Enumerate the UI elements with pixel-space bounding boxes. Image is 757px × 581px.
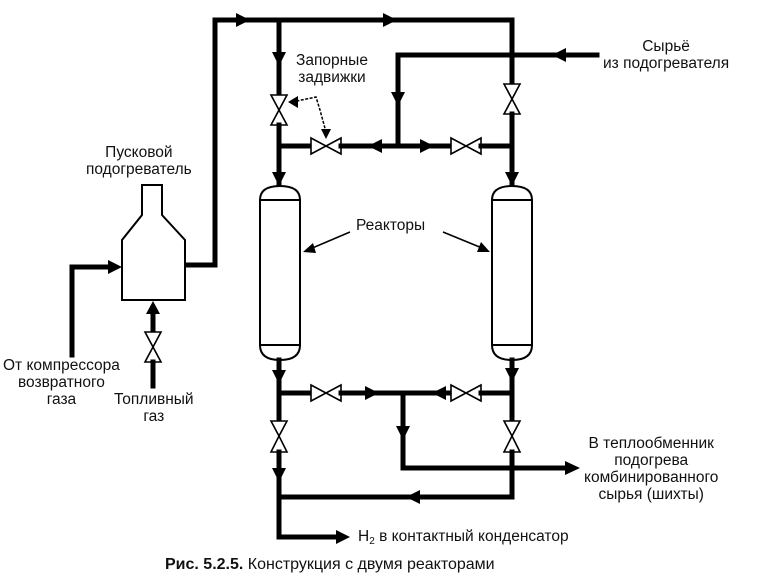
heat-exchanger-pipe xyxy=(400,390,568,471)
caption-number: Рис. 5.2.5. xyxy=(165,556,244,573)
flow-arrow-down-1 xyxy=(272,52,286,66)
label-line: В теплообменник xyxy=(588,435,714,452)
valve-left-inlet[interactable] xyxy=(269,94,289,126)
valve-right-inlet[interactable] xyxy=(502,83,522,115)
label-line: газ xyxy=(143,408,165,425)
flow-arrow-right-hx xyxy=(565,461,580,475)
flow-arrow-right-1 xyxy=(236,13,250,27)
valve-crossover-top-right[interactable] xyxy=(450,136,482,156)
leader-arrow-1 xyxy=(288,96,298,108)
flow-arrow-right-bottom xyxy=(365,386,379,400)
label-line: из подогревателя xyxy=(603,55,730,72)
label-reactors: Реакторы xyxy=(356,217,426,234)
label-line: Топливный xyxy=(114,391,194,408)
shutoff-valves-leader xyxy=(291,96,327,133)
flow-arrow-left-return xyxy=(406,490,420,504)
flow-arrow-down-3 xyxy=(505,172,519,186)
valve-right-outlet[interactable] xyxy=(502,420,522,453)
compressor-gas-pipe xyxy=(69,264,113,358)
flow-arrow-right-h2 xyxy=(336,530,350,544)
flow-arrow-down-5 xyxy=(272,468,286,482)
label-line: Запорные xyxy=(296,52,368,69)
label-line: подогрева xyxy=(614,452,689,469)
label-line: возвратного xyxy=(17,374,105,391)
label-line: подогреватель xyxy=(86,161,192,178)
label-line: сырья (шихты) xyxy=(598,486,704,503)
label-startup-heater: Пусковой подогреватель xyxy=(86,144,192,178)
flow-arrow-left-crossover xyxy=(368,139,382,153)
label-fuel-gas: Топливный газ xyxy=(114,391,194,425)
flow-arrow-down-4 xyxy=(272,370,286,384)
label-feed-from-heater: Сырьё из подогревателя xyxy=(603,38,729,72)
valve-crossover-top-left[interactable] xyxy=(310,136,342,156)
flow-arrow-up-fuel xyxy=(146,301,160,314)
reactor-pointer-right-arrow xyxy=(477,242,490,252)
label-line: газа xyxy=(46,391,77,408)
reactor-pointer-left-line xyxy=(309,231,351,250)
leader-arrow-2 xyxy=(321,129,331,139)
reactor-left[interactable] xyxy=(258,184,302,362)
reactor-right[interactable] xyxy=(490,184,534,362)
feed-inlet-pipe xyxy=(395,52,600,149)
h2-destination: в контактный конденсатор xyxy=(374,528,569,545)
reactor-pointer-right-line xyxy=(442,231,483,249)
figure-caption: Рис. 5.2.5. Конструкция с двумя реактора… xyxy=(165,556,495,574)
right-outlet-return-pipe xyxy=(276,449,515,500)
valve-crossover-bottom-right[interactable] xyxy=(450,383,482,403)
label-line: Пусковой xyxy=(105,144,173,161)
label-line: комбинированного xyxy=(584,469,719,486)
valve-left-outlet[interactable] xyxy=(269,420,289,453)
heater-outlet-pipe xyxy=(182,17,515,268)
valve-crossover-bottom-left[interactable] xyxy=(310,383,342,403)
flow-arrow-down-feed xyxy=(391,92,405,106)
h2-subscript: 2 xyxy=(369,536,375,547)
h2-symbol: H xyxy=(358,528,370,545)
label-from-compressor: От компрессора возвратного газа xyxy=(3,357,120,408)
label-h2-to-condenser: H2 в контактный конденсатор xyxy=(358,528,569,550)
valve-fuel-gas[interactable] xyxy=(143,331,163,363)
flow-arrow-left-feed xyxy=(552,48,566,62)
flow-arrow-right-crossover xyxy=(420,139,434,153)
flow-arrow-down-2 xyxy=(272,172,286,186)
label-line: Сырьё xyxy=(642,38,690,55)
label-shutoff-valves: Запорные задвижки xyxy=(296,52,368,86)
flow-arrow-down-7 xyxy=(505,368,519,382)
flow-arrow-down-6 xyxy=(396,426,410,440)
reactor-pointer-left-arrow xyxy=(303,243,316,253)
label-line: задвижки xyxy=(298,69,366,86)
flow-arrow-left-bottom xyxy=(432,386,446,400)
caption-text: Конструкция с двумя реакторами xyxy=(243,556,495,573)
startup-heater[interactable] xyxy=(121,184,186,301)
label-line: От компрессора xyxy=(3,357,120,374)
flow-arrow-right-compressor xyxy=(108,260,122,274)
label-to-heat-exchanger: В теплообменник подогрева комбинированно… xyxy=(584,435,718,503)
flow-arrow-right-2 xyxy=(383,13,397,27)
